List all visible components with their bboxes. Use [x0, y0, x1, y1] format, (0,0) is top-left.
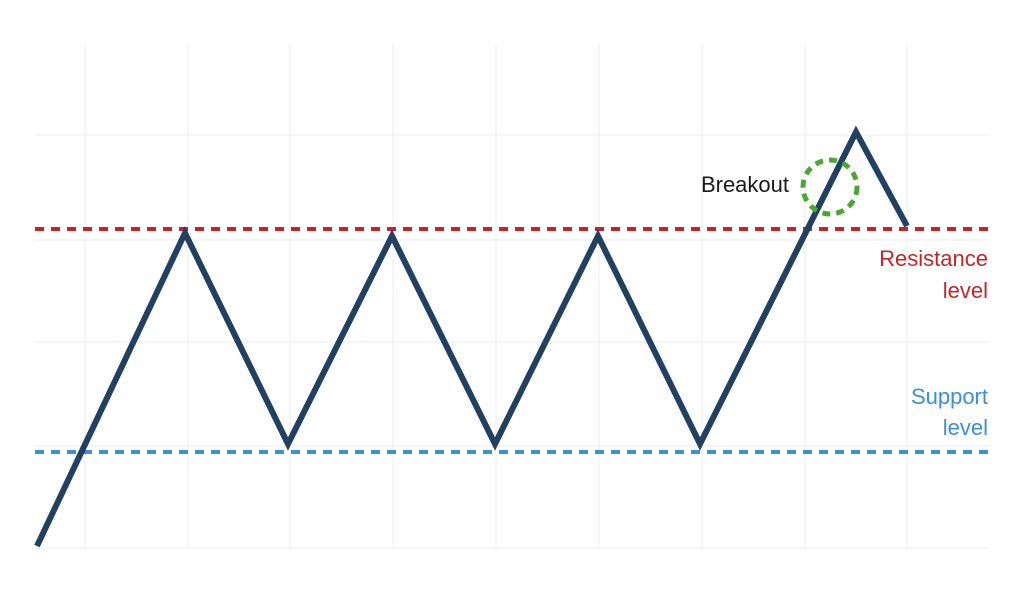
support-label-line2: level — [943, 415, 988, 440]
resistance-label-line2: level — [943, 278, 988, 303]
grid — [35, 45, 990, 549]
resistance-label-line1: Resistance — [879, 246, 988, 271]
breakout-label: Breakout — [701, 172, 789, 197]
support-label-line1: Support — [911, 384, 988, 409]
price-line — [34, 125, 910, 548]
breakout-circle — [800, 157, 860, 217]
